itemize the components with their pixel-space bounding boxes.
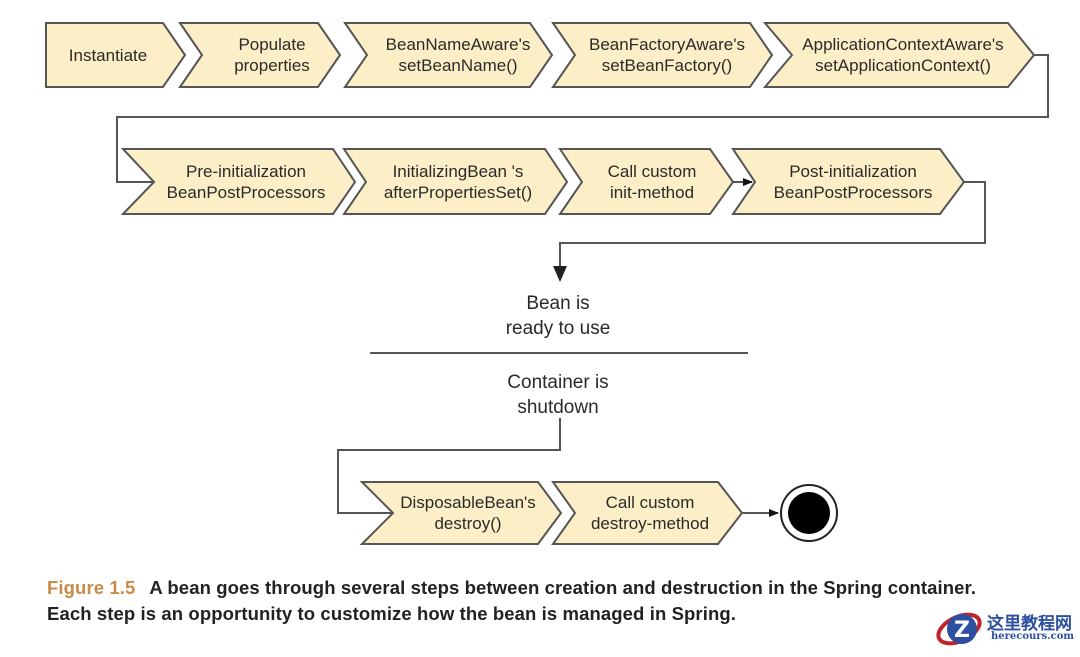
step-application-context-aware: ApplicationContextAware's setApplication…: [762, 22, 1036, 88]
row-3-steps: DisposableBean's destroy() Call custom d…: [359, 481, 744, 545]
step-label: destroy-method: [591, 514, 709, 533]
step-label: setBeanName(): [398, 56, 517, 75]
step-label: Call custom: [608, 162, 697, 181]
watermark-site: herecours.com: [991, 631, 1075, 642]
step-label: init-method: [610, 183, 694, 202]
step-initializing-bean: InitializingBean 's afterPropertiesSet(): [342, 148, 569, 215]
step-custom-init-method: Call custom init-method: [558, 148, 735, 215]
step-label: DisposableBean's: [400, 493, 536, 512]
step-label: setBeanFactory(): [602, 56, 732, 75]
connector-row2-to-ready: [559, 181, 986, 272]
down-arrow-icon: [553, 266, 567, 282]
step-disposable-bean: DisposableBean's destroy(): [359, 481, 563, 545]
step-label: BeanPostProcessors: [167, 183, 326, 202]
connector-row1-to-row2: [116, 54, 1049, 183]
shutdown-state-label: shutdown: [517, 397, 598, 418]
shutdown-state-label: Container is: [507, 372, 608, 393]
watermark: Z 这里教程网 herecours.com: [935, 607, 1080, 652]
step-post-initialization: Post-initialization BeanPostProcessors: [731, 148, 966, 215]
connector-shutdown-to-row3: [337, 418, 561, 514]
step-label: ApplicationContextAware's: [802, 35, 1003, 54]
figure-label: Figure 1.5: [47, 577, 136, 598]
ready-state-label: ready to use: [506, 318, 611, 339]
ready-state-label: Bean is: [526, 293, 589, 314]
caption-text: A bean goes through several steps betwee…: [47, 577, 977, 624]
watermark-title: 这里教程网: [987, 614, 1072, 634]
step-label: InitializingBean 's: [393, 162, 524, 181]
svg-text:Z: Z: [954, 618, 970, 643]
step-label: Populate: [238, 35, 305, 54]
step-label: Post-initialization: [789, 162, 917, 181]
step-label: Instantiate: [69, 46, 147, 65]
step-label: BeanNameAware's: [386, 35, 531, 54]
row-2-steps: Pre-initialization BeanPostProcessors In…: [120, 148, 966, 215]
step-label: Call custom: [606, 493, 695, 512]
final-state-icon: [780, 484, 838, 542]
step-bean-factory-aware: BeanFactoryAware's setBeanFactory(): [551, 22, 774, 88]
step-populate-properties: Populate properties: [178, 22, 342, 88]
step-custom-destroy-method: Call custom destroy-method: [551, 481, 744, 545]
step-pre-initialization: Pre-initialization BeanPostProcessors: [120, 148, 357, 215]
step-label: BeanPostProcessors: [774, 183, 933, 202]
step-label: setApplicationContext(): [815, 56, 991, 75]
step-label: BeanFactoryAware's: [589, 35, 745, 54]
step-label: afterPropertiesSet(): [384, 183, 532, 202]
watermark-logo-icon: Z: [936, 612, 982, 646]
step-label: Pre-initialization: [186, 162, 306, 181]
step-label: destroy(): [434, 514, 501, 533]
step-label: properties: [234, 56, 310, 75]
row-1-steps: Instantiate Populate properties BeanName…: [45, 22, 1036, 88]
step-instantiate: Instantiate: [45, 22, 187, 88]
step-bean-name-aware: BeanNameAware's setBeanName(): [343, 22, 554, 88]
